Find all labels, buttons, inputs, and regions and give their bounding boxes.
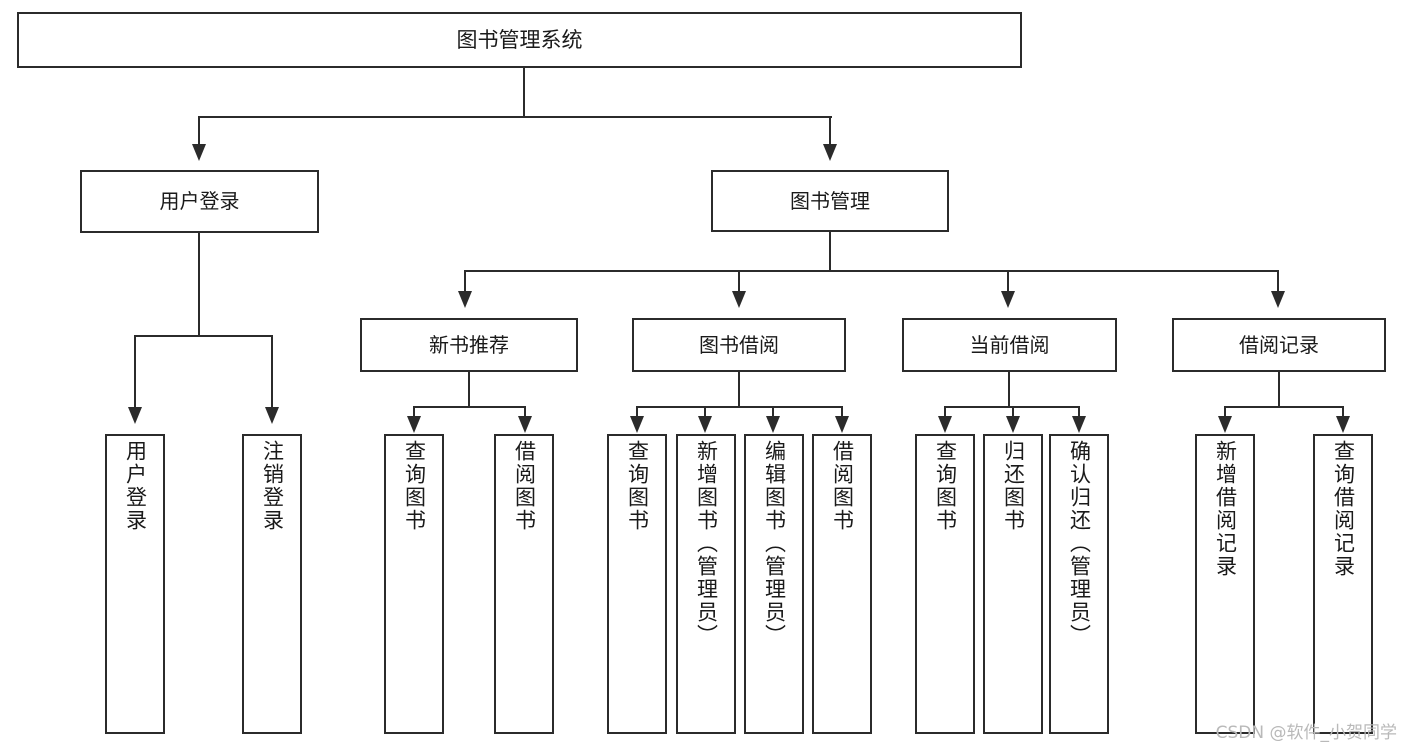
connector-cb-drop-1 <box>944 406 946 418</box>
connector-bb-drop-3 <box>772 406 774 418</box>
arrow-nbr-to-leaf-1 <box>407 416 421 433</box>
arrow-bb-to-leaf-2 <box>698 416 712 433</box>
connector-user-login-bar <box>134 335 272 337</box>
connector-current-borrow-bar <box>944 406 1079 408</box>
leaf-query-borrow-record[interactable]: 查询借阅记录 <box>1313 434 1373 734</box>
connector-user-login-left-drop <box>134 335 136 408</box>
arrow-bm-to-new-book-recommend <box>458 291 472 308</box>
node-new-book-recommend[interactable]: 新书推荐 <box>360 318 578 372</box>
connector-bm-drop-4 <box>1277 270 1279 292</box>
arrow-bm-to-current-borrow <box>1001 291 1015 308</box>
arrow-bb-to-leaf-1 <box>630 416 644 433</box>
leaf-borrow-book-recommend[interactable]: 借阅图书 <box>494 434 554 734</box>
node-label: 用户登录 <box>159 189 240 213</box>
arrow-bb-to-leaf-3 <box>766 416 780 433</box>
connector-book-management-stem <box>829 232 831 272</box>
connector-borrow-record-bar <box>1224 406 1344 408</box>
connector-root-to-user-login <box>198 116 200 145</box>
leaf-label: 归还图书 <box>1001 440 1026 532</box>
connector-bm-drop-2 <box>738 270 740 292</box>
connector-root-bar <box>198 116 832 118</box>
connector-cb-drop-2 <box>1012 406 1014 418</box>
leaf-add-borrow-record[interactable]: 新增借阅记录 <box>1195 434 1255 734</box>
leaf-query-book-borrow[interactable]: 查询图书 <box>607 434 667 734</box>
connector-nbr-drop-1 <box>413 406 415 418</box>
connector-bb-drop-4 <box>841 406 843 418</box>
connector-bb-drop-2 <box>704 406 706 418</box>
connector-new-book-recommend-bar <box>413 406 526 408</box>
leaf-label: 确认归还（管理员） <box>1067 440 1092 647</box>
arrow-bb-to-leaf-4 <box>835 416 849 433</box>
arrow-nbr-to-leaf-2 <box>518 416 532 433</box>
node-label: 图书借阅 <box>699 332 779 357</box>
node-label: 图书管理系统 <box>456 27 583 52</box>
node-root-book-management-system[interactable]: 图书管理系统 <box>17 12 1022 68</box>
leaf-return-book[interactable]: 归还图书 <box>983 434 1043 734</box>
node-label: 图书管理 <box>790 188 870 213</box>
connector-bm-drop-1 <box>464 270 466 292</box>
node-borrow-record[interactable]: 借阅记录 <box>1172 318 1386 372</box>
leaf-add-book-admin[interactable]: 新增图书（管理员） <box>676 434 736 734</box>
arrow-root-to-book-management <box>823 144 837 161</box>
node-label: 借阅记录 <box>1239 332 1319 357</box>
leaf-label: 新增借阅记录 <box>1213 440 1238 578</box>
node-book-borrow[interactable]: 图书借阅 <box>632 318 846 372</box>
leaf-logout[interactable]: 注销登录 <box>242 434 302 734</box>
arrow-user-login-to-leaf-1 <box>128 407 142 424</box>
arrow-bm-to-borrow-record <box>1271 291 1285 308</box>
leaf-borrow-book[interactable]: 借阅图书 <box>812 434 872 734</box>
connector-br-drop-1 <box>1224 406 1226 418</box>
connector-new-book-recommend-stem <box>468 372 470 408</box>
leaf-edit-book-admin[interactable]: 编辑图书（管理员） <box>744 434 804 734</box>
leaf-label: 查询图书 <box>402 440 427 532</box>
leaf-confirm-return-admin[interactable]: 确认归还（管理员） <box>1049 434 1109 734</box>
arrow-user-login-to-leaf-2 <box>265 407 279 424</box>
node-current-borrow[interactable]: 当前借阅 <box>902 318 1117 372</box>
leaf-label: 借阅图书 <box>512 440 537 532</box>
leaf-user-login[interactable]: 用户登录 <box>105 434 165 734</box>
leaf-label: 编辑图书（管理员） <box>762 440 787 647</box>
connector-bb-drop-1 <box>636 406 638 418</box>
leaf-label: 查询借阅记录 <box>1331 440 1356 578</box>
arrow-cb-to-leaf-3 <box>1072 416 1086 433</box>
connector-cb-drop-3 <box>1078 406 1080 418</box>
arrow-br-to-leaf-1 <box>1218 416 1232 433</box>
arrow-bm-to-book-borrow <box>732 291 746 308</box>
connector-br-drop-2 <box>1342 406 1344 418</box>
connector-root-to-book-management <box>829 116 831 145</box>
connector-nbr-drop-2 <box>524 406 526 418</box>
leaf-query-book-recommend[interactable]: 查询图书 <box>384 434 444 734</box>
leaf-label: 用户登录 <box>123 440 148 532</box>
leaf-label: 查询图书 <box>933 440 958 532</box>
connector-user-login-stem <box>198 233 200 336</box>
node-label: 当前借阅 <box>969 332 1050 357</box>
leaf-label: 注销登录 <box>260 440 285 532</box>
node-label: 新书推荐 <box>429 332 509 357</box>
leaf-query-book-current[interactable]: 查询图书 <box>915 434 975 734</box>
arrow-root-to-user-login <box>192 144 206 161</box>
node-book-management[interactable]: 图书管理 <box>711 170 949 232</box>
connector-user-login-right-drop <box>271 335 273 408</box>
connector-book-management-bar <box>464 270 1278 272</box>
connector-bm-drop-3 <box>1007 270 1009 292</box>
arrow-cb-to-leaf-1 <box>938 416 952 433</box>
leaf-label: 新增图书（管理员） <box>694 440 719 647</box>
connector-book-borrow-stem <box>738 372 740 408</box>
node-user-login[interactable]: 用户登录 <box>80 170 319 233</box>
arrow-br-to-leaf-2 <box>1336 416 1350 433</box>
arrow-cb-to-leaf-2 <box>1006 416 1020 433</box>
connector-book-borrow-bar <box>636 406 843 408</box>
leaf-label: 查询图书 <box>625 440 650 532</box>
leaf-label: 借阅图书 <box>830 440 855 532</box>
connector-current-borrow-stem <box>1008 372 1010 408</box>
connector-borrow-record-stem <box>1278 372 1280 408</box>
connector-root-stem <box>523 68 525 117</box>
